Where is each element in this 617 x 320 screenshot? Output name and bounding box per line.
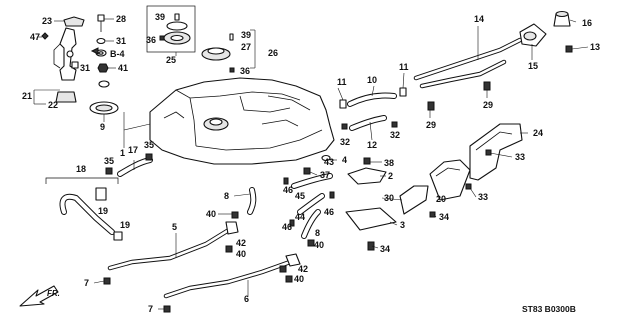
- leader-lines: [33, 18, 589, 310]
- filler-neck-group: [339, 10, 573, 131]
- callout-46c: 46: [282, 222, 292, 232]
- callout-34b: 34: [380, 244, 390, 254]
- callout-45: 45: [295, 191, 305, 201]
- callout-40d: 40: [294, 274, 304, 284]
- callout-15: 15: [528, 61, 538, 71]
- callout-7b: 7: [148, 304, 153, 314]
- callout-26: 26: [268, 48, 278, 58]
- callout-31b: 31: [80, 63, 90, 73]
- callout-12: 12: [367, 140, 377, 150]
- callout-47: 47: [30, 32, 40, 42]
- fuel-pump-group: [41, 14, 119, 115]
- callout-23: 23: [42, 16, 52, 26]
- callout-30: 30: [384, 193, 394, 203]
- callout-3: 3: [400, 220, 405, 230]
- vapor-line-group: [105, 153, 397, 239]
- callout-17: 17: [128, 145, 138, 155]
- callout-11a: 11: [337, 77, 347, 87]
- callout-4: 4: [342, 155, 347, 165]
- callout-46a: 46: [283, 185, 293, 195]
- callout-35b: 35: [104, 156, 114, 166]
- callout-33a: 33: [515, 152, 525, 162]
- callout-1: 1: [120, 148, 125, 158]
- callout-27: 27: [241, 42, 251, 52]
- callout-32b: 32: [340, 137, 350, 147]
- part-callouts: 23 28 47 31 B-4 31 41 21 22 9 1 39 36 25…: [22, 12, 600, 314]
- callout-41: 41: [118, 63, 128, 73]
- callout-19b: 19: [120, 220, 130, 230]
- callout-40b: 40: [236, 249, 246, 259]
- callout-46b: 46: [324, 207, 334, 217]
- bracket-group: [399, 123, 523, 218]
- callout-37: 37: [320, 170, 330, 180]
- callout-8b: 8: [315, 228, 320, 238]
- fuel-tank: [123, 77, 335, 165]
- callout-14: 14: [474, 14, 484, 24]
- callout-35a: 35: [144, 140, 154, 150]
- callout-44: 44: [295, 212, 305, 222]
- callout-10: 10: [367, 75, 377, 85]
- sender-plate-group: [146, 5, 256, 73]
- hose-assembly-group: [45, 177, 123, 241]
- direction-label: FR.: [47, 289, 60, 298]
- callout-24: 24: [533, 128, 543, 138]
- callout-31a: 31: [116, 36, 126, 46]
- callout-39a: 39: [155, 12, 165, 22]
- callout-33b: 33: [478, 192, 488, 202]
- callout-36b: 36: [240, 66, 250, 76]
- callout-42b: 42: [298, 264, 308, 274]
- callout-20: 20: [436, 194, 446, 204]
- diagram-code: ST83 B0300B: [522, 304, 576, 314]
- callout-9: 9: [100, 122, 105, 132]
- callout-16: 16: [582, 18, 592, 28]
- callout-2: 2: [388, 171, 393, 181]
- callout-32a: 32: [390, 130, 400, 140]
- callout-42a: 42: [236, 238, 246, 248]
- front-direction-arrow: FR.: [19, 285, 60, 307]
- callout-11b: 11: [399, 62, 409, 72]
- tank-straps: [103, 211, 375, 313]
- callout-43: 43: [324, 157, 334, 167]
- callout-40a: 40: [206, 209, 216, 219]
- callout-13: 13: [590, 42, 600, 52]
- callout-7a: 7: [84, 278, 89, 288]
- callout-39b: 39: [241, 30, 251, 40]
- callout-38: 38: [384, 158, 394, 168]
- callout-29a: 29: [483, 100, 493, 110]
- callout-25: 25: [166, 55, 176, 65]
- callout-29b: 29: [426, 120, 436, 130]
- callout-19a: 19: [98, 206, 108, 216]
- callout-21: 21: [22, 91, 32, 101]
- ref-b4: B-4: [110, 49, 125, 59]
- callout-28: 28: [116, 14, 126, 24]
- callout-6: 6: [244, 294, 249, 304]
- callout-36a: 36: [146, 35, 156, 45]
- callout-8a: 8: [224, 191, 229, 201]
- callout-40c: 40: [314, 240, 324, 250]
- callout-5: 5: [172, 222, 177, 232]
- callout-22: 22: [48, 100, 58, 110]
- callout-34a: 34: [439, 212, 449, 222]
- callout-18: 18: [76, 164, 86, 174]
